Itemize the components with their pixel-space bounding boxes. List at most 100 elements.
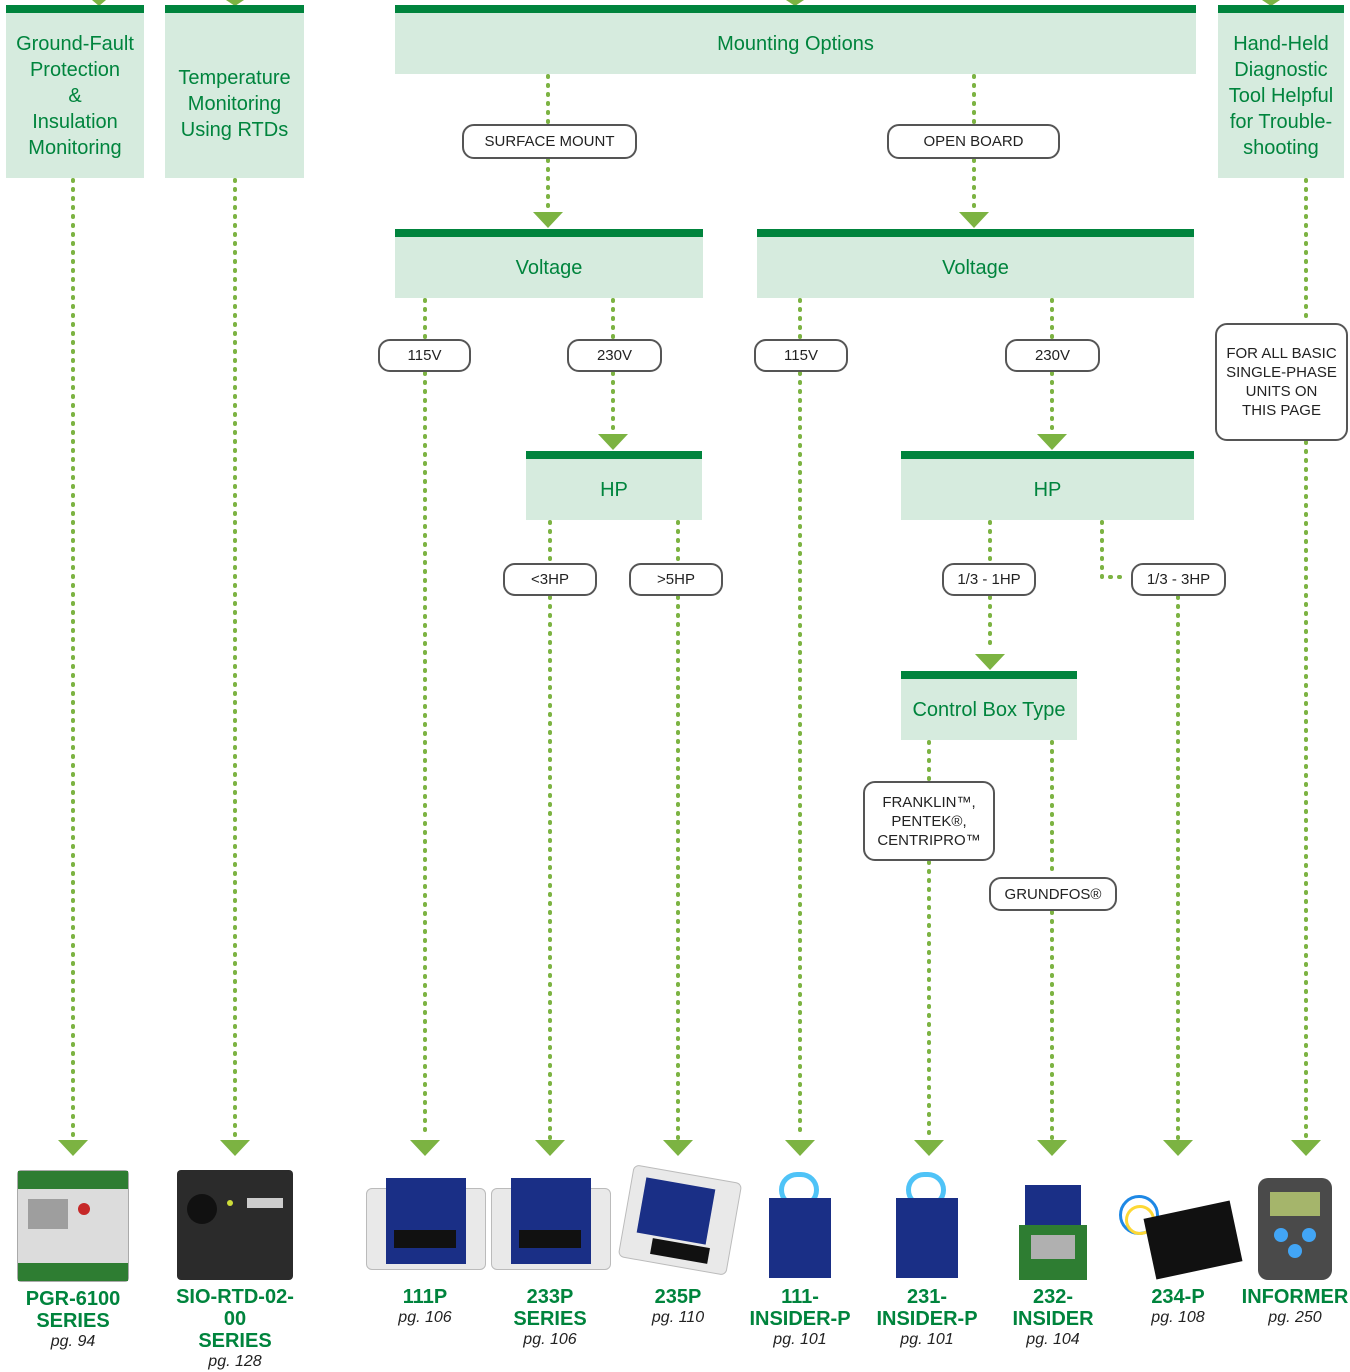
pill-open-115v: 115V	[754, 339, 848, 372]
sio-rtd-device-icon	[177, 1170, 293, 1280]
pill-label: 115V	[407, 347, 442, 364]
pgr-6100-device-icon	[17, 1170, 129, 1282]
product-page: pg. 106	[398, 1309, 452, 1326]
pill-label: OPEN BOARD	[923, 133, 1024, 150]
pill-label: FOR ALL BASIC SINGLE-PHASE UNITS ON THIS…	[1226, 345, 1337, 419]
box-label: HP	[1033, 478, 1062, 501]
box-voltage-surface: Voltage	[395, 229, 703, 298]
product-231-insider-p[interactable]: 231- INSIDER-P pg. 101	[862, 1172, 992, 1350]
box-label: Voltage	[942, 256, 1009, 279]
box-voltage-open: Voltage	[757, 229, 1194, 298]
product-page: pg. 101	[900, 1331, 954, 1348]
product-name: 232- INSIDER	[1012, 1286, 1094, 1330]
arrow-down-icon	[1262, 0, 1280, 6]
pill-label: GRUNDFOS®	[1004, 885, 1102, 903]
box-mounting-options: Mounting Options	[395, 5, 1196, 74]
product-name: 231- INSIDER-P	[876, 1286, 978, 1330]
arrow-down-icon	[598, 434, 628, 450]
box-ground-fault: Ground-Fault Protection & Insulation Mon…	[6, 5, 144, 178]
arrow-down-icon	[1163, 1140, 1193, 1156]
arrow-down-icon	[92, 0, 106, 6]
234-p-device-icon	[1115, 1185, 1243, 1280]
product-232-insider[interactable]: 232- INSIDER pg. 104	[988, 1185, 1118, 1350]
product-233p[interactable]: 233P SERIES pg. 106	[485, 1170, 615, 1350]
product-name: INFORMER	[1241, 1286, 1349, 1308]
product-page: pg. 94	[50, 1333, 96, 1350]
pill-surface-115v: 115V	[378, 339, 471, 372]
box-label: Hand-Held Diagnostic Tool Helpful for Tr…	[1228, 32, 1334, 159]
pill-gt5hp: >5HP	[629, 563, 723, 596]
box-label: Mounting Options	[717, 32, 874, 55]
box-hp-open: HP	[901, 451, 1194, 520]
arrow-down-icon	[786, 0, 804, 6]
pill-for-all-basic: FOR ALL BASIC SINGLE-PHASE UNITS ON THIS…	[1215, 323, 1348, 441]
product-page: pg. 250	[1268, 1309, 1322, 1326]
product-name: SIO-RTD-02-00 SERIES	[176, 1286, 294, 1352]
product-page: pg. 128	[208, 1353, 262, 1370]
arrow-down-icon	[533, 212, 563, 228]
box-control-box-type: Control Box Type	[901, 671, 1077, 740]
box-label: HP	[600, 478, 628, 501]
connector-line	[1100, 520, 1130, 579]
product-informer[interactable]: INFORMER pg. 250	[1230, 1178, 1350, 1328]
pill-grundfos: GRUNDFOS®	[989, 877, 1117, 911]
pill-label: FRANKLIN™, PENTEK®, CENTRIPRO™	[877, 793, 981, 849]
arrow-down-icon	[785, 1140, 815, 1156]
111-insider-p-device-icon	[765, 1172, 835, 1280]
informer-device-icon	[1258, 1178, 1332, 1280]
product-name: 111- INSIDER-P	[749, 1286, 851, 1330]
product-name: 234-P	[1151, 1286, 1205, 1308]
111p-device-icon	[366, 1170, 486, 1280]
arrow-down-icon	[1037, 1140, 1067, 1156]
product-page: pg. 110	[651, 1309, 705, 1326]
product-sio-rtd-02-00[interactable]: SIO-RTD-02-00 SERIES pg. 128	[170, 1170, 300, 1372]
product-111p[interactable]: 111P pg. 106	[360, 1170, 490, 1328]
pill-1-3-to-3hp: 1/3 - 3HP	[1131, 563, 1226, 596]
product-name: PGR-6100 SERIES	[25, 1288, 121, 1332]
232-insider-device-icon	[1019, 1185, 1087, 1280]
235p-device-icon	[617, 1164, 743, 1280]
arrow-down-icon	[226, 0, 244, 6]
pill-label: SURFACE MOUNT	[484, 133, 615, 150]
pill-label: 1/3 - 3HP	[1146, 571, 1211, 588]
pill-label: 230V	[1034, 347, 1071, 364]
box-label: Voltage	[515, 256, 583, 279]
product-235p[interactable]: 235P pg. 110	[613, 1164, 743, 1328]
arrow-down-icon	[220, 1140, 250, 1156]
233p-device-icon	[491, 1170, 611, 1280]
box-hand-held: Hand-Held Diagnostic Tool Helpful for Tr…	[1218, 5, 1344, 178]
pill-surface-230v: 230V	[567, 339, 662, 372]
pill-label: >5HP	[657, 571, 695, 588]
arrow-down-icon	[58, 1140, 88, 1156]
arrow-down-icon	[1291, 1140, 1321, 1156]
product-page: pg. 104	[1026, 1331, 1080, 1348]
231-insider-p-device-icon	[892, 1172, 962, 1280]
arrow-down-icon	[914, 1140, 944, 1156]
box-label: Control Box Type	[912, 698, 1066, 721]
box-label: Temperature Monitoring Using RTDs	[178, 67, 291, 141]
arrow-down-icon	[1037, 434, 1067, 450]
box-temperature: Temperature Monitoring Using RTDs	[165, 5, 304, 178]
product-page: pg. 101	[773, 1331, 827, 1348]
arrow-down-icon	[410, 1140, 440, 1156]
pill-open-230v: 230V	[1005, 339, 1100, 372]
pill-surface-mount: SURFACE MOUNT	[462, 124, 637, 159]
product-pgr-6100[interactable]: PGR-6100 SERIES pg. 94	[8, 1170, 138, 1352]
arrow-down-icon	[959, 212, 989, 228]
arrow-down-icon	[535, 1140, 565, 1156]
pill-label: 1/3 - 1HP	[957, 571, 1021, 588]
pill-label: 230V	[596, 347, 633, 364]
pill-franklin-pentek-centripro: FRANKLIN™, PENTEK®, CENTRIPRO™	[863, 781, 995, 861]
product-name: 111P	[402, 1286, 448, 1308]
pill-1-3-to-1hp: 1/3 - 1HP	[942, 563, 1036, 596]
box-hp-surface: HP	[526, 451, 702, 520]
product-page: pg. 108	[1151, 1309, 1205, 1326]
product-name: 235P	[654, 1286, 702, 1308]
box-label: Ground-Fault Protection & Insulation Mon…	[16, 32, 134, 159]
product-234-p[interactable]: 234-P pg. 108	[1113, 1185, 1243, 1328]
pill-label: <3HP	[531, 571, 569, 588]
product-111-insider-p[interactable]: 111- INSIDER-P pg. 101	[735, 1172, 865, 1350]
product-name: 233P SERIES	[513, 1286, 587, 1330]
pill-lt3hp: <3HP	[503, 563, 597, 596]
